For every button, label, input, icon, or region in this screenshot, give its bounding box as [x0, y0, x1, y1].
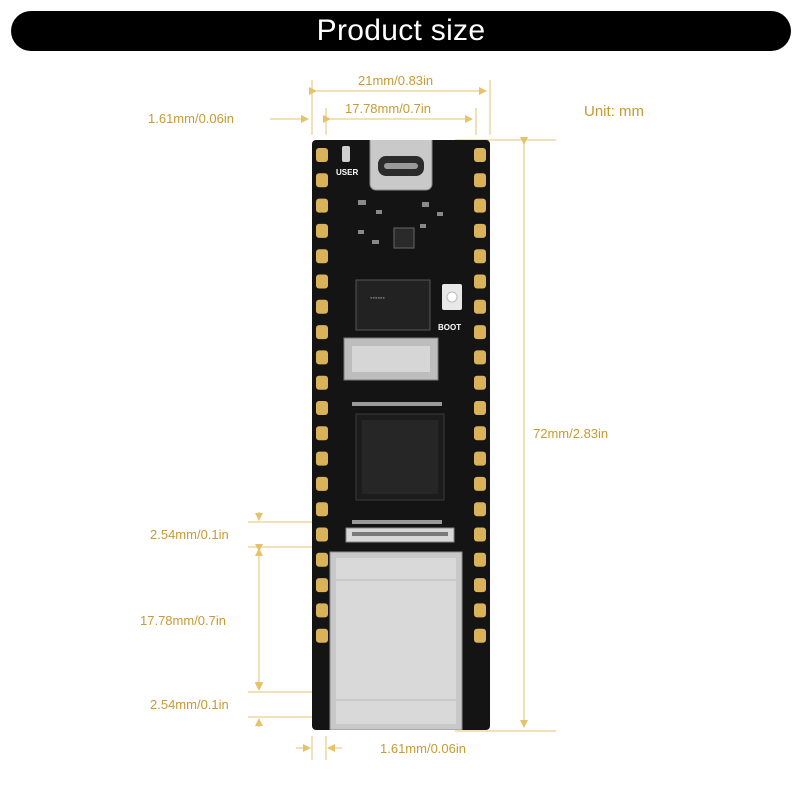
castellated-pad — [474, 375, 486, 390]
castellated-pad — [474, 426, 486, 441]
castellated-pad — [474, 274, 486, 289]
castellated-pad — [474, 603, 486, 618]
castellated-pad — [474, 325, 486, 340]
page-title: Product size — [316, 14, 486, 47]
castellated-pad — [316, 375, 328, 390]
castellated-pad — [316, 299, 328, 314]
castellated-pad — [474, 148, 486, 162]
castellated-pad — [316, 603, 328, 618]
castellated-pad — [316, 173, 328, 188]
right-pin-pads — [474, 148, 486, 643]
bottom-offset-label: 1.61mm/0.06in — [380, 741, 466, 756]
usb-c-connector — [369, 140, 433, 191]
user-silkscreen: USER — [336, 168, 358, 177]
pin-span-label: 17.78mm/0.7in — [345, 101, 431, 116]
castellated-pad — [316, 223, 328, 238]
castellated-pad — [474, 552, 486, 567]
castellated-pad — [316, 502, 328, 517]
castellated-pad — [316, 350, 328, 365]
castellated-pad — [316, 274, 328, 289]
flash-chip — [355, 279, 431, 331]
castellated-pad — [316, 578, 328, 593]
connector-span-label: 17.78mm/0.7in — [140, 613, 226, 628]
castellated-pad — [474, 223, 486, 238]
castellated-pad — [474, 502, 486, 517]
castellated-pad — [316, 325, 328, 340]
castellated-pad — [474, 198, 486, 213]
castellated-pad — [474, 249, 486, 264]
castellated-pad — [474, 299, 486, 314]
top-offset-label: 1.61mm/0.06in — [148, 111, 234, 126]
pitch-lower-label: 2.54mm/0.1in — [150, 697, 229, 712]
castellated-pad — [316, 426, 328, 441]
castellated-pad — [316, 401, 328, 415]
length-label: 72mm/2.83in — [533, 426, 609, 441]
pitch-upper-label: 2.54mm/0.1in — [150, 527, 229, 542]
castellated-pad — [316, 552, 328, 567]
castellated-pad — [316, 476, 328, 491]
castellated-pad — [316, 628, 328, 643]
castellated-pad — [316, 148, 328, 162]
castellated-pad — [474, 173, 486, 188]
user-led — [342, 146, 350, 162]
castellated-pad — [474, 476, 486, 491]
castellated-pad — [474, 350, 486, 365]
castellated-pad — [474, 628, 486, 643]
castellated-pad — [316, 198, 328, 213]
castellated-pad — [316, 527, 328, 542]
svg-text:▪▪▪▪▪▪: ▪▪▪▪▪▪ — [370, 295, 385, 302]
regulator-chip — [393, 227, 415, 249]
unit-label: Unit: mm — [584, 103, 644, 120]
boot-silkscreen: BOOT — [438, 323, 461, 332]
castellated-pad — [316, 451, 328, 466]
total-width-label: 21mm/0.83in — [358, 73, 434, 88]
castellated-pad — [474, 451, 486, 466]
castellated-pad — [474, 578, 486, 593]
castellated-pad — [474, 527, 486, 542]
title-banner: Product size — [11, 11, 791, 51]
left-pin-pads — [316, 148, 328, 643]
pcb-board-image: USER ▪▪▪▪▪▪ BOOT — [312, 140, 490, 730]
castellated-pad — [474, 401, 486, 415]
castellated-pad — [316, 249, 328, 264]
